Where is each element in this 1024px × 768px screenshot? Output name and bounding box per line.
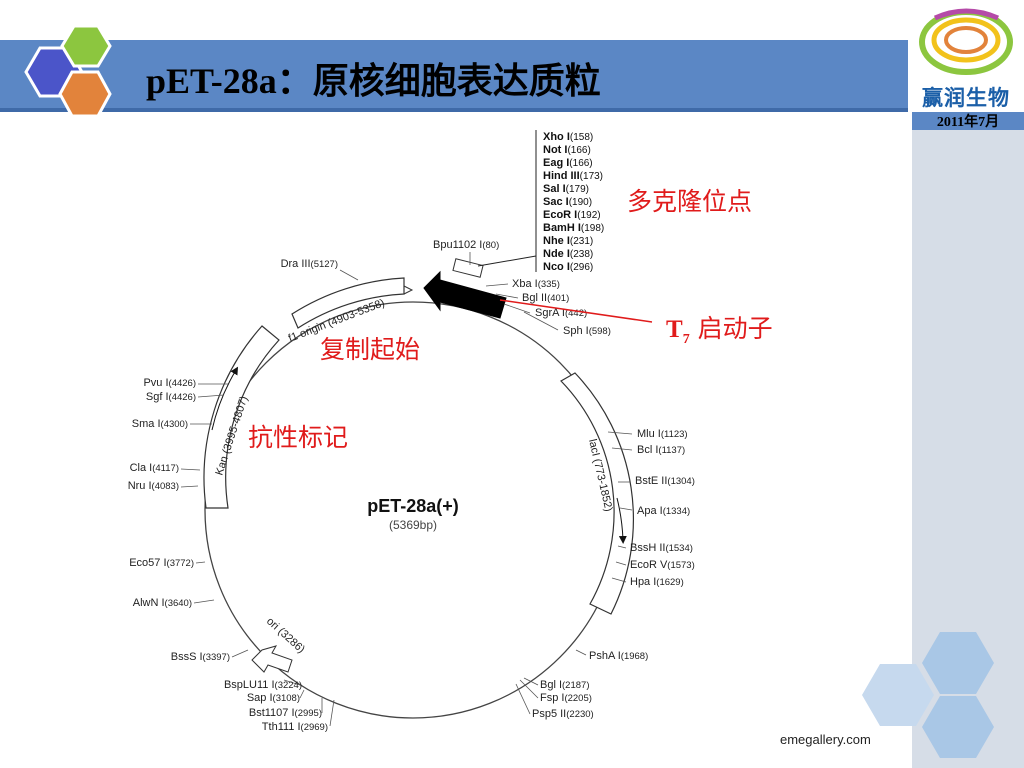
site-label: BstE II(1304) xyxy=(635,475,695,487)
site-tick xyxy=(193,599,215,604)
mcs-annotation: 多克隆位点 xyxy=(627,187,752,216)
site-label: Psp5 II(2230) xyxy=(532,708,594,720)
site-tick xyxy=(615,561,627,566)
site-label: SgrA I(442) xyxy=(535,307,587,319)
site-tick xyxy=(231,649,249,658)
site-label: EcoR V(1573) xyxy=(630,559,695,571)
footer-credit: emegallery.com xyxy=(780,732,871,747)
site-label: PshA I(1968) xyxy=(589,650,648,662)
site-label: Bst1107 I(2995) xyxy=(249,707,322,719)
date-box xyxy=(912,112,1024,130)
site-label: Fsp I(2205) xyxy=(540,692,592,704)
site-label: BssH II(1534) xyxy=(630,542,693,554)
mcs-site-label: Not I(166) xyxy=(543,144,591,156)
kan-feature-band xyxy=(203,325,280,509)
t7-annotation: T7 启动子 xyxy=(666,314,773,347)
site-tick xyxy=(195,561,206,564)
slide-date: 2011年7月 xyxy=(936,115,1000,130)
t7-pointer-line xyxy=(499,299,653,323)
f1-origin-arrow-icon xyxy=(403,285,414,295)
mcs-site-label: Sal I(179) xyxy=(543,183,589,195)
site-label: Apa I(1334) xyxy=(637,505,690,517)
rbs-box xyxy=(452,258,484,278)
title-bar-strip xyxy=(0,108,912,112)
site-tick xyxy=(607,431,633,435)
plasmid-size: (5369bp) xyxy=(389,518,437,532)
brand-emblem-icon xyxy=(919,8,1013,75)
site-tick xyxy=(617,545,627,549)
site-tick xyxy=(619,507,633,511)
site-tick xyxy=(611,577,627,583)
site-label: Bcl I(1137) xyxy=(637,444,685,456)
site-tick xyxy=(519,679,539,699)
mcs-site-label: Eag I(166) xyxy=(543,157,593,169)
site-label: Dra III(5127) xyxy=(281,258,338,270)
laci-direction-arrow-icon xyxy=(616,497,627,544)
kan-direction-arrow-icon xyxy=(211,366,239,431)
restriction-site-labels: Bpu1102 I(80) Xba I(335) Bgl II(401) SgrA I… xyxy=(128,239,695,733)
site-label: Cla I(4117) xyxy=(130,462,179,474)
site-tick xyxy=(485,283,509,287)
site-tick xyxy=(283,679,301,686)
orange-hexagon-icon xyxy=(58,70,112,118)
hexagon-logo-icon xyxy=(24,24,112,118)
site-tick xyxy=(339,269,359,281)
site-label: BspLU11 I(3224) xyxy=(224,679,302,691)
site-tick xyxy=(180,485,199,488)
site-tick xyxy=(329,699,335,727)
brand-name: 赢润生物 xyxy=(922,86,1010,110)
site-tick xyxy=(503,303,531,314)
site-label: Sma I(4300) xyxy=(132,418,188,430)
site-label: Eco57 I(3772) xyxy=(129,557,194,569)
mcs-site-label: Nde I(238) xyxy=(543,248,593,260)
site-label: Sgf I(4426) xyxy=(146,391,196,403)
site-label: Pvu I(4426) xyxy=(143,377,196,389)
mcs-site-label: Xho I(158) xyxy=(543,131,593,143)
replication-annotation: 复制起始 xyxy=(320,335,420,364)
mcs-site-label: Sac I(190) xyxy=(543,196,592,208)
site-label: Bgl I(2187) xyxy=(540,679,589,691)
site-label: Nru I(4083) xyxy=(128,480,179,492)
site-label: Sap I(3108) xyxy=(247,692,300,704)
mcs-site-label: Nco I(296) xyxy=(543,261,593,273)
site-tick xyxy=(575,649,587,656)
mcs-site-label: EcoR I(192) xyxy=(543,209,601,221)
decorative-hexagons-icon xyxy=(862,632,994,758)
site-label: Bpu1102 I(80) xyxy=(433,239,499,251)
site-label: Tth111 I(2969) xyxy=(262,721,328,733)
title-bar xyxy=(0,40,912,112)
mcs-site-label: Nhe I(231) xyxy=(543,235,593,247)
site-tick xyxy=(495,293,519,299)
site-tick xyxy=(180,468,201,471)
slide-title: pET-28a：原核细胞表达质粒 xyxy=(146,61,601,101)
site-label: Mlu I(1123) xyxy=(637,428,688,440)
mcs-site-label: BamH I(198) xyxy=(543,222,604,234)
mcs-bracket-link xyxy=(477,255,537,267)
site-label: Xba I(335) xyxy=(512,278,560,290)
site-label: AlwN I(3640) xyxy=(133,597,192,609)
resistance-annotation: 抗性标记 xyxy=(248,423,348,452)
green-hexagon-icon xyxy=(60,24,112,68)
plasmid-name: pET-28a(+) xyxy=(367,496,459,516)
site-label: Hpa I(1629) xyxy=(630,576,684,588)
site-tick xyxy=(515,683,531,715)
ori-arrow-icon xyxy=(251,645,293,673)
mcs-site-list: Xho I(158)Not I(166)Eag I(166)Hind III(1… xyxy=(543,131,604,273)
site-tick xyxy=(611,447,633,451)
site-tick xyxy=(299,689,305,699)
t7-promoter-arrow-icon xyxy=(423,270,507,319)
site-label: Sph I(598) xyxy=(563,325,611,337)
laci-feature-band xyxy=(560,372,634,615)
site-label: BssS I(3397) xyxy=(171,651,230,663)
site-label: Bgl II(401) xyxy=(522,292,569,304)
site-tick xyxy=(523,311,559,331)
site-tick xyxy=(197,394,225,398)
mcs-site-label: Hind III(173) xyxy=(543,170,603,182)
site-tick xyxy=(523,677,539,686)
